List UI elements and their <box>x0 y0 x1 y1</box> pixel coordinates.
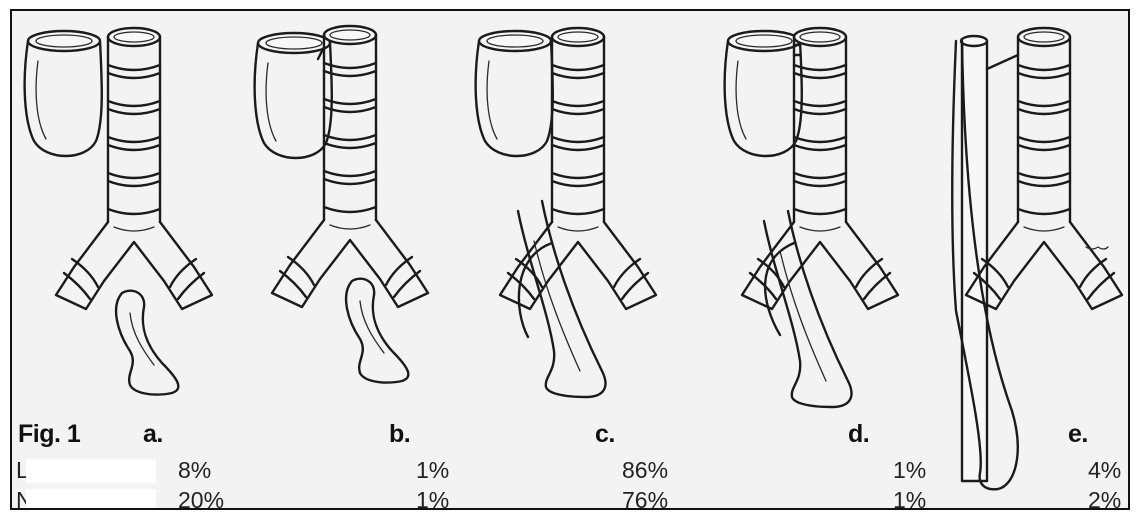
redaction-box <box>26 489 156 509</box>
value-b-row1: 1% <box>416 457 449 484</box>
figure-panel: Fig. 1 a. b. c. d. e. L N 8% 20% 1% 1% 8… <box>10 9 1130 510</box>
diagram-e <box>952 28 1122 489</box>
redaction-box <box>26 459 156 483</box>
panel-letter-b: b. <box>389 420 410 449</box>
value-c-row2: 76% <box>622 487 668 510</box>
value-a-row2: 20% <box>178 487 224 510</box>
value-d-row2: 1% <box>893 487 926 510</box>
tracheoesophageal-anomaly-diagrams <box>12 11 1130 510</box>
panel-letter-c: c. <box>595 420 615 449</box>
value-d-row1: 1% <box>893 457 926 484</box>
value-b-row2: 1% <box>416 487 449 510</box>
diagram-d <box>725 28 898 407</box>
diagram-b <box>255 26 428 383</box>
diagram-a <box>25 28 212 395</box>
panel-letter-e: e. <box>1068 420 1088 449</box>
value-e-row1: 4% <box>1088 457 1121 484</box>
panel-letter-d: d. <box>848 420 869 449</box>
diagram-c <box>476 28 656 397</box>
figure-label: Fig. 1 <box>18 420 80 449</box>
value-e-row2: 2% <box>1088 487 1121 510</box>
value-c-row1: 86% <box>622 457 668 484</box>
value-a-row1: 8% <box>178 457 211 484</box>
panel-letter-a: a. <box>143 420 163 449</box>
